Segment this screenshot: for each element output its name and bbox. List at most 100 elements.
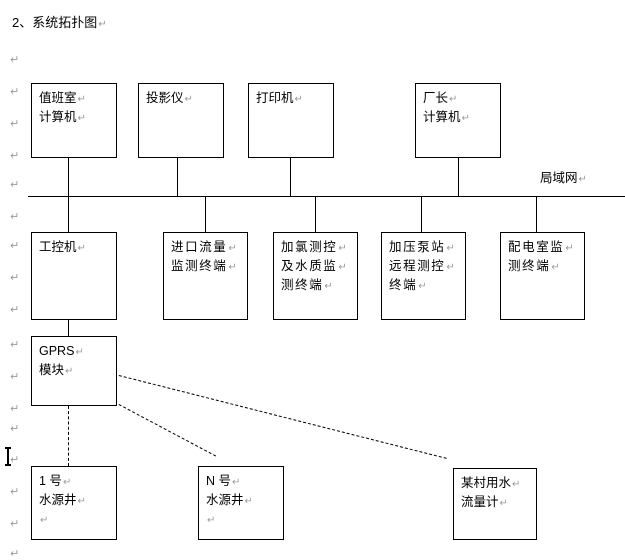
pilcrow-icon: ↵ — [77, 113, 86, 124]
node-label-text: 打印机 — [256, 91, 294, 105]
node-label-line: 计算机↵ — [39, 108, 116, 127]
node-label-line: 加压泵站↵ — [389, 238, 465, 257]
node-label-line: 某村用水↵ — [461, 474, 536, 493]
node-label-line: ↵ — [39, 510, 116, 529]
pilcrow-icon: ↵ — [338, 243, 349, 254]
margin-pilcrow-icon: ↵ — [10, 454, 20, 466]
node-label-line: 水源井↵ — [206, 491, 283, 510]
connector-projector — [177, 158, 179, 196]
pilcrow-icon: ↵ — [228, 243, 239, 254]
node-label-line: 投影仪↵ — [146, 89, 223, 108]
node-label-text: 配电室监 — [508, 240, 565, 254]
lan-label: 局域网↵ — [540, 170, 587, 186]
pilcrow-icon: ↵ — [184, 94, 193, 105]
node-water-source-well-n[interactable]: N 号↵水源井↵↵ — [198, 466, 284, 540]
node-label-line: 远程测控↵ — [389, 257, 465, 276]
node-label-text: 及水质监 — [281, 259, 338, 273]
node-label-line: 流量计↵ — [461, 493, 536, 512]
margin-pilcrow-icon: ↵ — [10, 179, 20, 191]
node-label-line: 终端↵ — [389, 276, 465, 295]
pilcrow-icon: ↵ — [77, 94, 86, 105]
pilcrow-icon: ↵ — [40, 515, 49, 526]
node-label-text: 测终端 — [281, 278, 324, 292]
node-industrial-control-computer[interactable]: 工控机↵ — [31, 232, 117, 320]
node-chlorine-and-water-quality-terminal[interactable]: 加氯测控↵及水质监↵测终端↵ — [273, 232, 358, 320]
node-duty-room-computer[interactable]: 值班室↵计算机↵ — [31, 83, 117, 158]
node-label-line: 计算机↵ — [423, 108, 500, 127]
node-label-line: 及水质监↵ — [281, 257, 357, 276]
node-label-text: 终端 — [389, 278, 418, 292]
node-label-text: N 号 — [206, 474, 232, 488]
node-label-line: 打印机↵ — [256, 89, 333, 108]
node-label-line: GPRS↵ — [39, 342, 116, 361]
text-caret-top-serif — [5, 447, 11, 449]
margin-pilcrow-icon: ↵ — [10, 371, 20, 383]
node-label-text: 流量计 — [461, 495, 499, 509]
node-water-source-well-1[interactable]: 1 号↵水源井↵↵ — [31, 466, 117, 540]
pilcrow-icon: ↵ — [565, 243, 576, 254]
node-label-line: 值班室↵ — [39, 89, 116, 108]
node-booster-pump-station-remote-terminal[interactable]: 加压泵站↵远程测控↵终端↵ — [381, 232, 466, 320]
node-label-text: 加氯测控 — [281, 240, 338, 254]
text-caret — [7, 447, 9, 466]
pilcrow-icon: ↵ — [77, 243, 86, 254]
node-label-text: 测终端 — [508, 259, 551, 273]
node-village-water-flow-meter[interactable]: 某村用水↵流量计↵ — [453, 468, 537, 540]
pilcrow-icon: ↵ — [418, 281, 429, 292]
pilcrow-icon: ↵ — [324, 281, 335, 292]
wireless-link-gprs-to-flow-meter — [118, 375, 447, 459]
node-label-text: 监测终端 — [171, 259, 228, 273]
node-label-text: 远程测控 — [389, 259, 446, 273]
node-label-text: 水源井 — [206, 493, 244, 507]
lan-label-text: 局域网 — [540, 171, 578, 185]
node-label-line: 配电室监↵ — [508, 238, 584, 257]
node-label-text: 某村用水 — [461, 476, 512, 490]
connector-booster-pump-terminal — [421, 196, 423, 232]
connector-chlorine-terminal — [315, 196, 317, 232]
node-label-text: 计算机 — [39, 110, 77, 124]
margin-pilcrow-icon: ↵ — [10, 240, 20, 252]
pilcrow-icon: ↵ — [294, 94, 303, 105]
node-label-line: 监测终端↵ — [171, 257, 247, 276]
connector-duty-room-computer — [68, 158, 70, 196]
margin-pilcrow-icon: ↵ — [10, 486, 20, 498]
node-inlet-flow-monitoring-terminal[interactable]: 进口流量↵监测终端↵ — [163, 232, 248, 320]
connector-printer — [290, 158, 292, 196]
pilcrow-icon: ↵ — [232, 477, 241, 488]
node-printer[interactable]: 打印机↵ — [248, 83, 334, 158]
node-label-line: 进口流量↵ — [171, 238, 247, 257]
connector-inlet-flow-terminal — [205, 196, 207, 232]
pilcrow-icon: ↵ — [449, 94, 458, 105]
margin-pilcrow-icon: ↵ — [10, 118, 20, 130]
node-label-line: 加氯测控↵ — [281, 238, 357, 257]
node-director-computer[interactable]: 厂长↵ 计算机↵ — [415, 83, 501, 158]
node-label-text: 厂长 — [423, 91, 449, 105]
node-label-line: ↵ — [206, 510, 283, 529]
margin-pilcrow-icon: ↵ — [10, 86, 20, 98]
margin-pilcrow-icon: ↵ — [10, 423, 20, 435]
lan-backbone-line — [28, 196, 625, 198]
node-label-text: GPRS — [39, 344, 75, 358]
wireless-link-gprs-to-well-n — [118, 404, 217, 457]
margin-pilcrow-icon: ↵ — [10, 518, 20, 530]
node-label-text: 计算机 — [423, 110, 461, 124]
margin-pilcrow-icon: ↵ — [10, 339, 20, 351]
node-gprs-module[interactable]: GPRS↵模块↵ — [31, 336, 117, 406]
pilcrow-icon: ↵ — [446, 243, 457, 254]
node-label-line: 模块↵ — [39, 361, 116, 380]
pilcrow-icon: ↵ — [578, 174, 587, 185]
node-label-line: 工控机↵ — [39, 238, 116, 257]
node-label-text: 进口流量 — [171, 240, 228, 254]
pilcrow-icon: ↵ — [244, 496, 253, 507]
node-label-line: 水源井↵ — [39, 491, 116, 510]
pilcrow-icon: ↵ — [207, 515, 216, 526]
node-projector[interactable]: 投影仪↵ — [138, 83, 224, 158]
node-label-text: 投影仪 — [146, 91, 184, 105]
margin-pilcrow-icon: ↵ — [10, 150, 20, 162]
node-label-text: 工控机 — [39, 240, 77, 254]
node-label-text: 水源井 — [39, 493, 77, 507]
margin-pilcrow-icon: ↵ — [10, 54, 20, 66]
connector-ics-to-gprs — [68, 320, 70, 338]
node-power-distribution-room-terminal[interactable]: 配电室监↵ 测终端 ↵ — [500, 232, 585, 320]
margin-pilcrow-icon: ↵ — [10, 304, 20, 316]
